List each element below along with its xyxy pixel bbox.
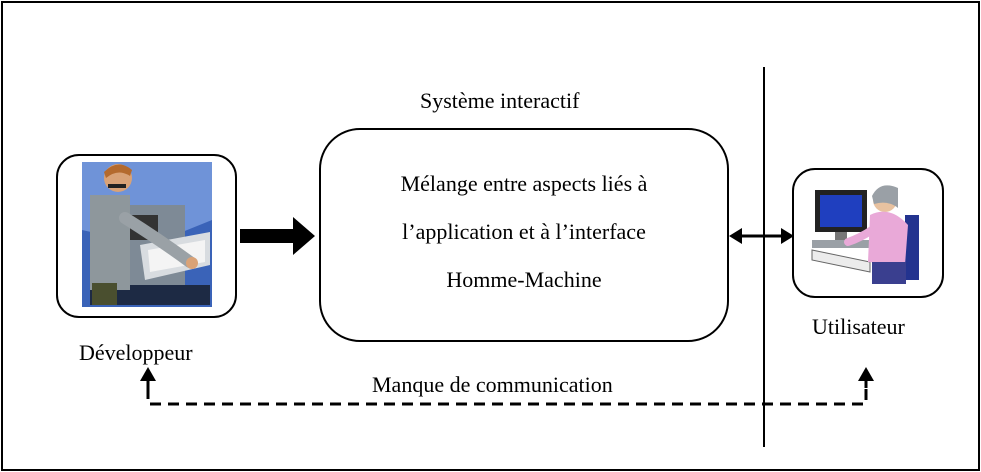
user-at-computer-icon	[811, 185, 919, 284]
user-label: Utilisateur	[812, 314, 905, 339]
system-box-line-3: Homme-Machine	[446, 267, 602, 292]
communication-label: Manque de communication	[372, 372, 613, 397]
thick-arrow	[240, 217, 315, 255]
system-title: Système interactif	[420, 88, 580, 113]
developer-at-computer-icon	[82, 162, 212, 307]
system-box-line-2: l’application et à l’interface	[402, 219, 646, 244]
system-box	[319, 128, 729, 342]
system-box-text: Mélange entre aspects liés à l’applicati…	[322, 160, 726, 304]
system-box-line-1: Mélange entre aspects liés à	[400, 171, 648, 196]
communication-connector	[140, 367, 874, 406]
double-arrow	[729, 228, 794, 244]
developer-label: Développeur	[79, 340, 193, 365]
